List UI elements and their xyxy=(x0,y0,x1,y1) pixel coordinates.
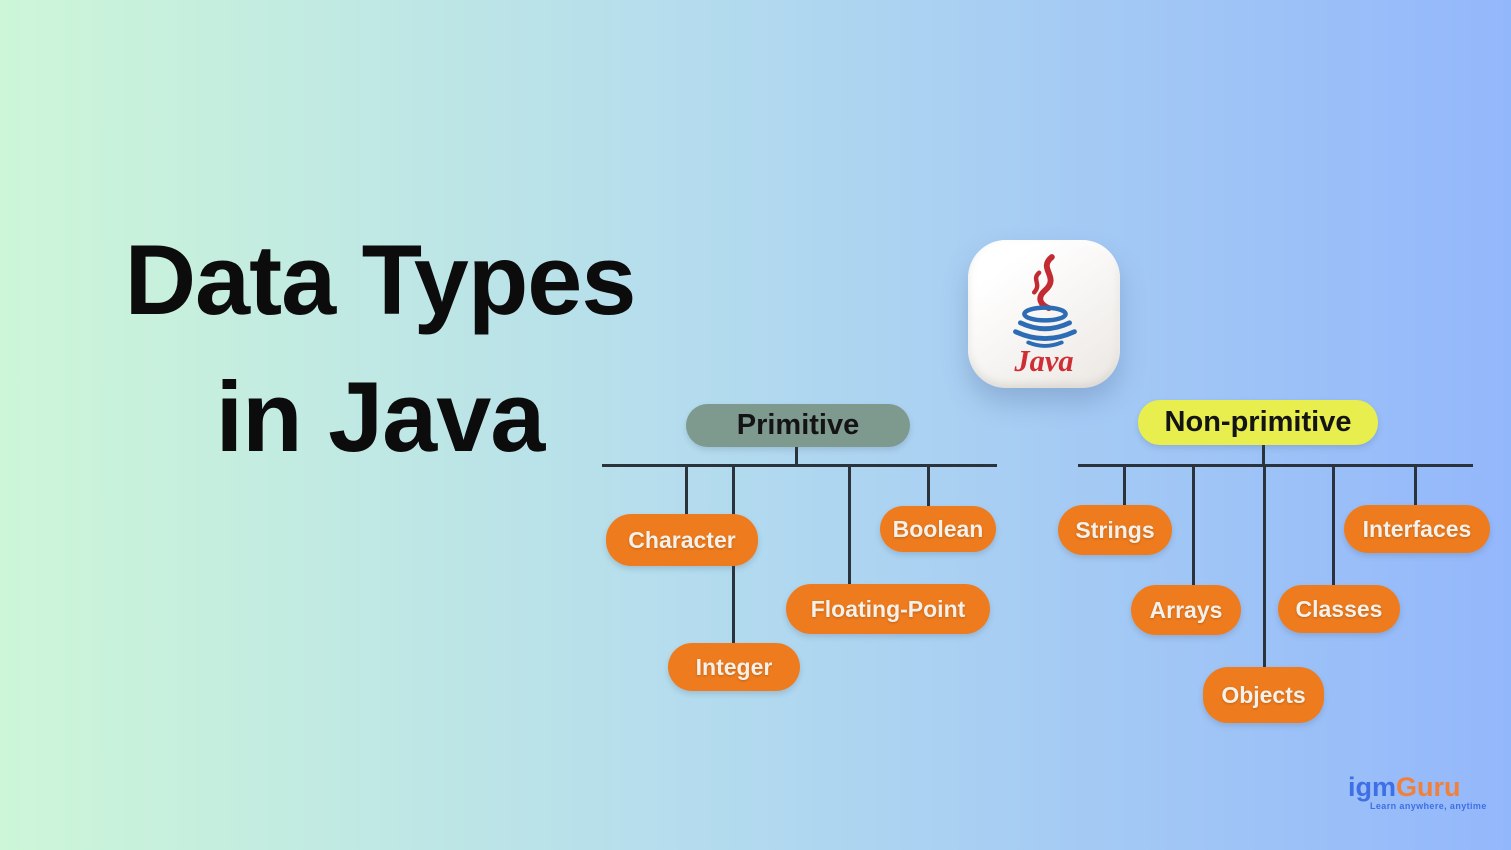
node-pill-boolean-label: Boolean xyxy=(892,515,984,542)
brand-logo-name: igmGuru xyxy=(1348,772,1487,803)
branch-pill-primitive: Primitive xyxy=(686,404,910,447)
node-pill-classes: Classes xyxy=(1278,585,1400,633)
drop-line-strings xyxy=(1123,466,1126,507)
node-pill-floating-point-label: Floating-Point xyxy=(810,595,966,622)
drop-line-objects xyxy=(1263,466,1266,669)
branch-pill-primitive-label: Primitive xyxy=(736,409,860,441)
node-pill-strings: Strings xyxy=(1058,505,1172,555)
node-pill-objects: Objects xyxy=(1203,667,1324,723)
node-pill-integer: Integer xyxy=(668,643,800,691)
primitive-stub-line xyxy=(795,446,798,467)
drop-line-classes xyxy=(1332,466,1335,587)
brand-logo-guru: Guru xyxy=(1396,772,1461,802)
node-pill-objects-label: Objects xyxy=(1221,681,1306,708)
java-badge: Java xyxy=(968,240,1120,388)
branch-pill-non-primitive: Non-primitive xyxy=(1138,400,1378,445)
drop-line-interfaces xyxy=(1414,466,1417,507)
page-title-line1: Data Types xyxy=(124,224,637,335)
node-pill-interfaces-label: Interfaces xyxy=(1362,515,1472,542)
drop-line-arrays xyxy=(1192,466,1195,587)
java-badge-label: Java xyxy=(1013,344,1073,375)
brand-logo: igmGuru Learn anywhere, anytime xyxy=(1348,772,1487,811)
node-pill-integer-label: Integer xyxy=(695,653,773,680)
brand-logo-igm: igm xyxy=(1348,772,1397,802)
node-pill-classes-label: Classes xyxy=(1295,595,1383,622)
node-pill-arrays: Arrays xyxy=(1131,585,1241,635)
page-title-line2: in Java xyxy=(215,360,546,472)
primitive-hline xyxy=(602,464,997,467)
node-pill-floating-point: Floating-Point xyxy=(786,584,990,634)
node-pill-character: Character xyxy=(606,514,758,566)
page-title: Data Types in Java xyxy=(80,212,680,485)
node-pill-strings-label: Strings xyxy=(1075,516,1155,543)
node-pill-interfaces: Interfaces xyxy=(1344,505,1490,553)
branch-pill-non-primitive-label: Non-primitive xyxy=(1164,406,1352,438)
non-primitive-stub-line xyxy=(1262,445,1265,466)
drop-line-character xyxy=(685,466,688,516)
node-pill-character-label: Character xyxy=(628,526,736,553)
node-pill-boolean: Boolean xyxy=(880,506,996,552)
brand-tagline: Learn anywhere, anytime xyxy=(1370,801,1487,811)
java-logo-icon: Java xyxy=(1013,254,1077,375)
node-pill-arrays-label: Arrays xyxy=(1149,596,1223,623)
drop-line-boolean xyxy=(927,466,930,508)
non-primitive-hline xyxy=(1078,464,1473,467)
drop-line-floating-point xyxy=(848,466,851,586)
